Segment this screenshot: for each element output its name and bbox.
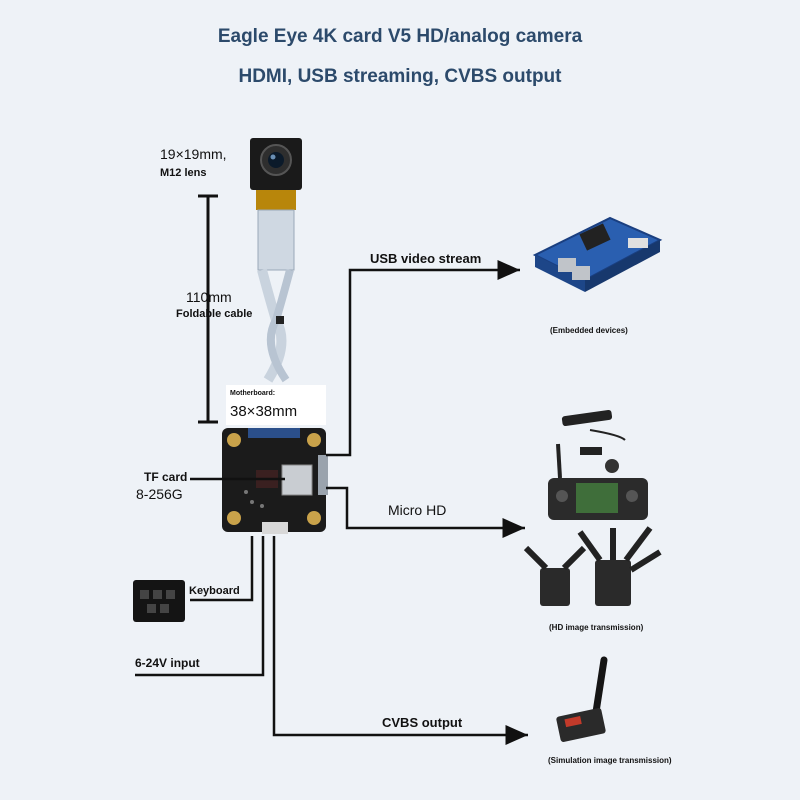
ribbon-cable-icon (257, 209, 295, 383)
hd-transmission-caption: (HD image transmission) (549, 623, 644, 632)
camera-size-label: 19×19mm, (160, 146, 227, 162)
micro-hd-output-label: Micro HD (388, 502, 447, 518)
micro-hd-output-line (326, 486, 525, 538)
simulation-transmission-caption: (Simulation image transmission) (548, 756, 672, 765)
camera-module-icon (250, 138, 302, 210)
analog-transmitter-icon (556, 656, 608, 742)
embedded-devices-caption: (Embedded devices) (550, 326, 628, 335)
cvbs-output-label: CVBS output (382, 715, 463, 730)
page-title: Eagle Eye 4K card V5 HD/analog camera (217, 26, 583, 47)
usb-output-label: USB video stream (370, 251, 482, 266)
keyboard-label: Keyboard (189, 585, 240, 597)
embedded-board-icon (532, 216, 663, 292)
power-input-label: 6-24V input (135, 656, 200, 670)
tf-card-capacity: 8-256G (136, 486, 183, 502)
cvbs-output-line (272, 536, 528, 745)
power-line (135, 536, 265, 677)
page-subtitle: HDMI, USB streaming, CVBS output (238, 66, 562, 87)
keyboard-line (190, 536, 254, 602)
board-size-label: 38×38mm (230, 403, 298, 420)
cable-desc-label: Foldable cable (176, 308, 253, 320)
cable-length-bracket (198, 194, 218, 424)
usb-output-line (326, 260, 520, 457)
keyboard-device-icon (133, 580, 185, 622)
hd-transmission-devices-icon (523, 409, 662, 606)
board-caption: Motherboard: (230, 390, 276, 397)
camera-lens-label: M12 lens (160, 167, 207, 179)
cable-length-label: 110mm (186, 289, 232, 305)
board-caption-box (226, 385, 326, 425)
motherboard-icon (222, 428, 328, 534)
tf-card-label: TF card (144, 470, 188, 484)
